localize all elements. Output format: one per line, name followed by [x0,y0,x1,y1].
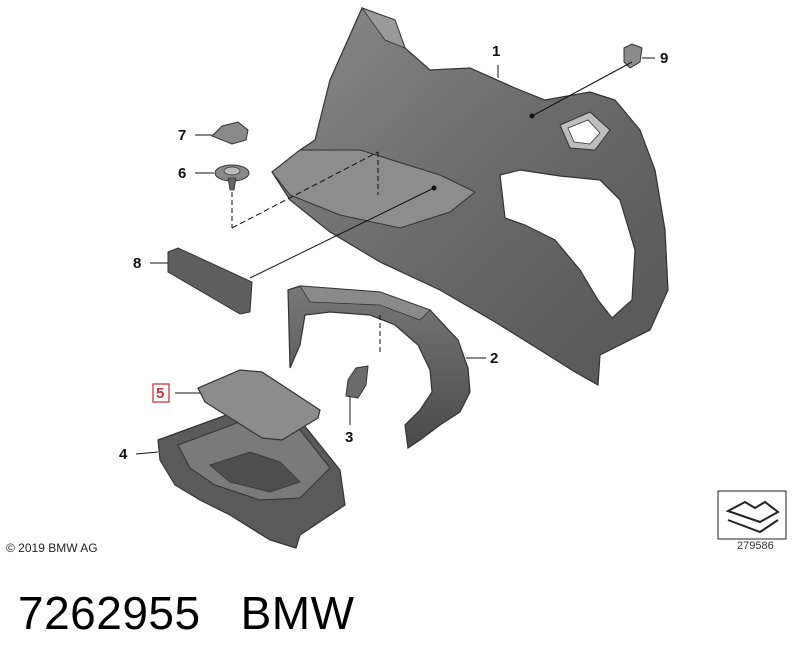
callout-5-highlight-box [152,383,170,403]
part-1-side-trim-panel [271,7,669,386]
callout-1: 1 [492,43,500,60]
callout-2: 2 [490,350,498,367]
part-3-clip [345,365,369,399]
diagram-reference-number: 279586 [737,540,774,552]
part-8-trim-strip [167,247,253,315]
part-6-expanding-rivet [214,164,250,191]
part-number: 7262955 [18,587,201,639]
brand-name: BMW [240,587,355,639]
callout-8: 8 [133,255,141,272]
callout-7: 7 [178,127,186,144]
part-9-clip [623,43,643,69]
leader-lines [135,57,655,455]
callout-5: 5 [156,385,164,402]
callout-4: 4 [119,446,128,463]
parts-diagram: 1 9 7 6 8 2 3 4 5 [119,7,787,549]
orientation-icon [717,490,787,540]
part-2-wheel-arch-cover [287,285,471,450]
part-5-lid [197,369,321,441]
callout-3: 3 [345,429,353,446]
caption: 7262955 BMW [18,586,395,640]
part-7-cover-cap [211,121,249,145]
copyright-notice: © 2019 BMW AG [6,541,98,555]
part-4-storage-tray [157,409,346,549]
callout-9: 9 [660,50,668,67]
callout-6: 6 [178,165,186,182]
